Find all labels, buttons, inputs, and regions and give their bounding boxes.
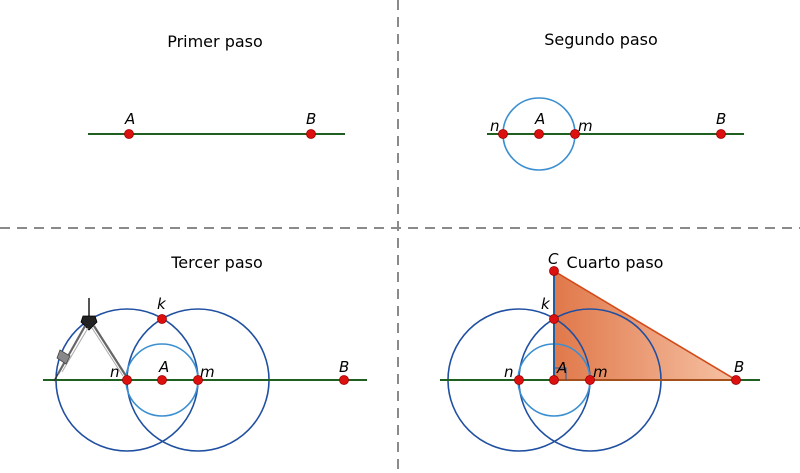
label-n: n <box>490 117 500 135</box>
label-a: A <box>556 359 567 377</box>
point-a <box>549 375 559 385</box>
right-angle-mark <box>554 367 567 380</box>
point-b <box>731 375 741 385</box>
point-m <box>570 129 580 139</box>
panel-title: Tercer paso <box>170 253 263 272</box>
panel-title: Cuarto paso <box>567 253 664 272</box>
label-k: k <box>541 295 551 313</box>
label-m: m <box>578 117 593 135</box>
compass-icon <box>53 298 127 382</box>
label-m: m <box>593 363 608 381</box>
point-c <box>549 266 559 276</box>
point-k <box>549 314 559 324</box>
point-m <box>193 375 203 385</box>
label-a: A <box>534 110 545 128</box>
panel-title: Primer paso <box>167 32 263 51</box>
point-b <box>716 129 726 139</box>
panel-primer-paso: Primer paso A B <box>88 32 345 139</box>
point-a <box>124 129 134 139</box>
panel-segundo-paso: Segundo paso n A m B <box>487 30 744 171</box>
label-n: n <box>110 363 120 381</box>
point-n <box>514 375 524 385</box>
label-b: B <box>734 358 744 376</box>
panel-cuarto-paso: Cuarto paso n A m B k C <box>440 250 760 452</box>
point-n <box>122 375 132 385</box>
point-k <box>157 314 167 324</box>
label-b: B <box>306 110 316 128</box>
point-b <box>306 129 316 139</box>
point-a <box>157 375 167 385</box>
point-n <box>498 129 508 139</box>
label-m: m <box>200 363 215 381</box>
panel-tercer-paso: Tercer paso n A m B k <box>43 253 367 452</box>
label-b: B <box>339 358 349 376</box>
panel-title: Segundo paso <box>544 30 658 49</box>
label-c: C <box>548 250 559 268</box>
label-k: k <box>157 295 167 313</box>
label-a: A <box>158 358 169 376</box>
point-m <box>585 375 595 385</box>
point-b <box>339 375 349 385</box>
label-a: A <box>124 110 135 128</box>
right-triangle <box>553 269 739 381</box>
label-n: n <box>504 363 514 381</box>
point-a <box>534 129 544 139</box>
label-b: B <box>716 110 726 128</box>
